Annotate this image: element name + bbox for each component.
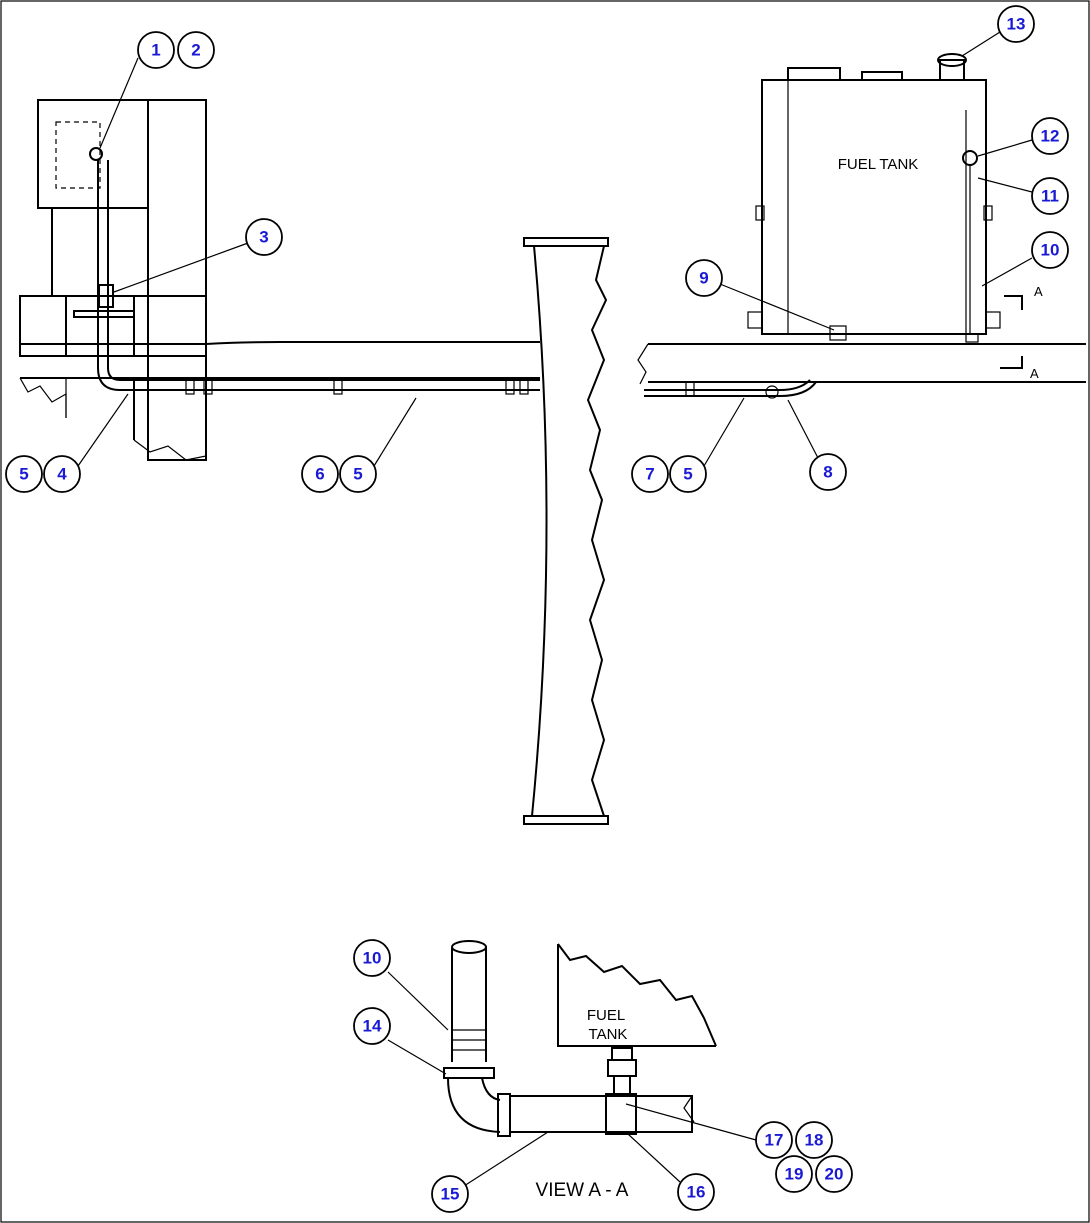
- callout-5-right: 5: [669, 455, 707, 493]
- callout-6: 6: [301, 455, 339, 493]
- view-fuel-label-1: FUEL: [587, 1007, 625, 1024]
- callout-8: 8: [809, 453, 847, 491]
- callout-5-middle: 5: [339, 455, 377, 493]
- svg-text:15: 15: [441, 1185, 460, 1204]
- section-mark-top: A: [1034, 284, 1043, 299]
- break-section: [523, 237, 609, 825]
- frame-rail-right: [637, 343, 1086, 399]
- svg-text:18: 18: [805, 1131, 824, 1150]
- frame-rail-left: [20, 341, 540, 395]
- svg-text:9: 9: [699, 269, 708, 288]
- svg-text:13: 13: [1007, 15, 1026, 34]
- svg-text:12: 12: [1041, 127, 1060, 146]
- svg-text:14: 14: [363, 1017, 382, 1036]
- callout-7: 7: [631, 455, 669, 493]
- svg-text:1: 1: [151, 41, 160, 60]
- fuel-tank-label: FUEL TANK: [838, 156, 919, 173]
- svg-text:16: 16: [687, 1183, 706, 1202]
- callout-1: 1: [137, 31, 175, 69]
- svg-text:5: 5: [353, 465, 362, 484]
- callout-2: 2: [177, 31, 215, 69]
- callout-19: 19: [775, 1155, 813, 1193]
- callout-4: 4: [43, 455, 81, 493]
- svg-text:4: 4: [57, 465, 67, 484]
- svg-text:20: 20: [825, 1165, 844, 1184]
- view-a-a: FUEL TANK VIEW A - A: [443, 940, 717, 1201]
- svg-text:5: 5: [19, 465, 28, 484]
- view-fuel-label-2: TANK: [589, 1026, 628, 1043]
- view-title: VIEW A - A: [536, 1180, 629, 1201]
- leader-lines: [77, 31, 1033, 1187]
- callout-10-top: 10: [1031, 231, 1069, 269]
- svg-text:3: 3: [259, 228, 268, 247]
- svg-text:10: 10: [363, 949, 382, 968]
- engine-assembly: [19, 99, 540, 461]
- callout-20: 20: [815, 1155, 853, 1193]
- callout-17: 17: [755, 1121, 793, 1159]
- callout-14: 14: [353, 1007, 391, 1045]
- svg-text:10: 10: [1041, 241, 1060, 260]
- callout-16: 16: [677, 1173, 715, 1211]
- callout-9: 9: [685, 259, 723, 297]
- svg-text:11: 11: [1041, 187, 1059, 206]
- section-mark-bottom: A: [1030, 366, 1039, 381]
- callout-15: 15: [431, 1175, 469, 1213]
- svg-text:7: 7: [645, 465, 654, 484]
- svg-text:2: 2: [191, 41, 200, 60]
- callout-18: 18: [795, 1121, 833, 1159]
- callout-13: 13: [997, 5, 1035, 43]
- svg-text:17: 17: [765, 1131, 784, 1150]
- callout-12: 12: [1031, 117, 1069, 155]
- fuel-tank: FUEL TANK A A: [747, 53, 1043, 381]
- callout-3: 3: [245, 218, 283, 256]
- callout-5-left: 5: [5, 455, 43, 493]
- callout-11: 11: [1031, 177, 1069, 215]
- svg-text:6: 6: [315, 465, 324, 484]
- svg-text:8: 8: [823, 463, 832, 482]
- svg-text:19: 19: [785, 1165, 804, 1184]
- callout-10-view: 10: [353, 939, 391, 977]
- svg-text:5: 5: [683, 465, 692, 484]
